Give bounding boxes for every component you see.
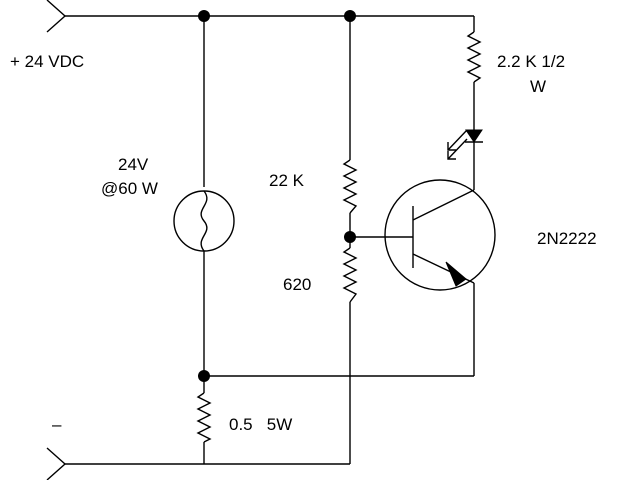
lamp-power-label: @60 W [101,179,158,198]
sense-resistor-label: 0.5 5W [229,415,292,434]
resistor-22k [342,159,358,214]
negative-terminal [46,447,67,480]
transistor-2n2222 [384,179,496,291]
resistor-2-2k-label: 2.2 K 1/2 [497,52,565,71]
lamp [173,190,235,252]
resistor-2-2k [466,31,482,83]
resistor-620 [342,247,358,303]
junction-dot-emitter [198,370,210,382]
sense-resistor [196,392,212,443]
junction-dot-top-left [198,10,210,22]
led-light-arrows [447,129,468,160]
positive-terminal [46,0,67,33]
resistor-2-2k-unit-label: W [530,77,546,96]
supply-negative-label: – [52,415,62,434]
supply-positive-label: + 24 VDC [10,52,84,71]
led [465,129,483,143]
resistor-620-label: 620 [283,275,311,294]
junction-dot-base [344,231,356,243]
transistor-label: 2N2222 [537,229,597,248]
junction-dot-top-middle [344,10,356,22]
lamp-voltage-label: 24V [118,155,149,174]
resistor-22k-label: 22 K [269,171,305,190]
